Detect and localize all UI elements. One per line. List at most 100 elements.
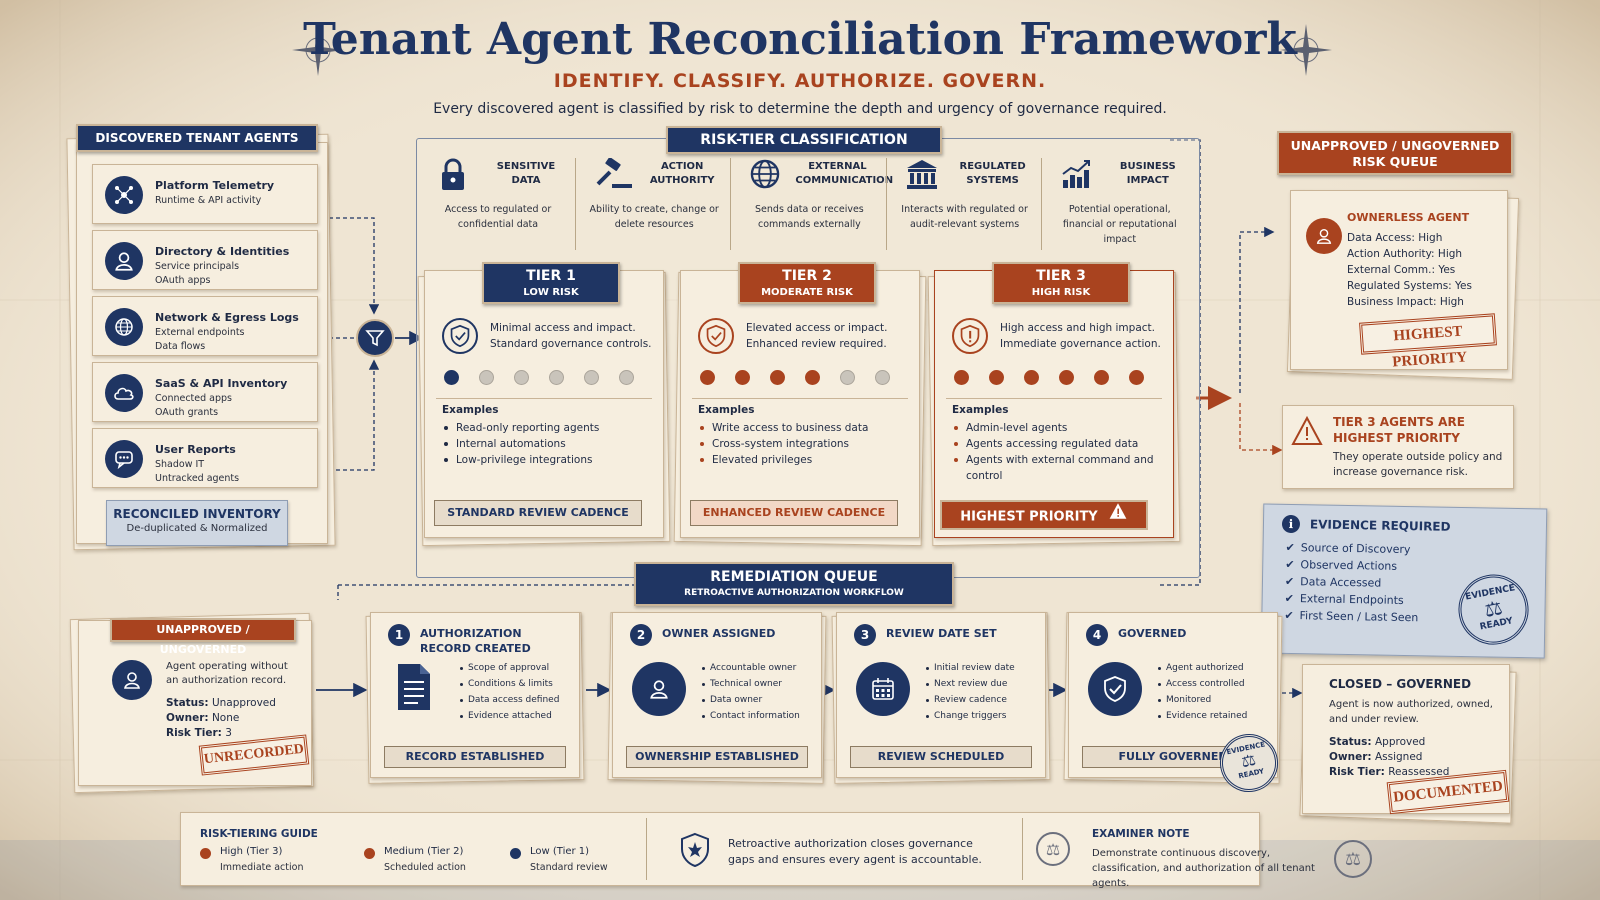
check-icon: ✔ (1285, 557, 1295, 572)
highest-priority-badge: HIGHEST PRIORITY (940, 500, 1148, 530)
source-line: Runtime & API activity (155, 195, 262, 206)
tier-example: Internal automations (442, 436, 652, 452)
warning-text: They operate outside policy and increase… (1333, 451, 1503, 478)
building-icon (905, 158, 939, 194)
page-description: Every discovered agent is classified by … (433, 101, 1167, 117)
shield-check-icon (442, 318, 478, 354)
cadence-label: ENHANCED REVIEW CADENCE (702, 506, 886, 519)
risk-queue-header-text: UNAPPROVED / UNGOVERNED RISK QUEUE (1290, 138, 1500, 169)
source-line: External endpoints (155, 327, 245, 338)
source-line: Service principals (155, 261, 240, 272)
reconciled-inventory-sub: De-duplicated & Normalized (126, 523, 268, 534)
unapproved-header: UNAPPROVED / UNGOVERNED (110, 618, 296, 656)
risk-dot-empty (840, 370, 855, 385)
step-item: Scope of approval (458, 660, 578, 676)
footer-divider (1022, 818, 1023, 880)
person-icon (1306, 218, 1342, 254)
evidence-item-label: External Endpoints (1299, 592, 1404, 607)
review-cadence: STANDARD REVIEW CADENCE (434, 500, 642, 526)
evidence-list: ✔Source of Discovery✔Observed Actions✔Da… (1284, 539, 1419, 626)
page-title: Tenant Agent Reconciliation Framework (303, 14, 1297, 65)
risk-category-desc: Access to regulated or confidential data (444, 204, 552, 230)
footer-bar (180, 812, 1260, 886)
classification-categories: SENSITIVE DATA Access to regulated or con… (420, 157, 1196, 250)
closed-owner: Owner: Assigned (1329, 751, 1423, 763)
info-icon: i (1281, 514, 1301, 534)
risk-dot-empty (584, 370, 599, 385)
legend-dot (364, 848, 375, 859)
risk-category-title: EXTERNAL COMMUNICATION (795, 161, 894, 186)
risk-category-title: SENSITIVE DATA (496, 161, 556, 186)
chat-icon (105, 440, 143, 478)
shield-check-icon (698, 318, 734, 354)
step-item: Change triggers (924, 708, 1044, 724)
tier-desc: Elevated access or impact. Enhanced revi… (746, 322, 888, 350)
chart-icon (1060, 158, 1094, 194)
step-item: Access controlled (1156, 676, 1276, 692)
step-number: 2 (630, 624, 652, 646)
cloud-icon (105, 374, 143, 412)
tier-desc: Minimal access and impact. Standard gove… (490, 322, 652, 350)
risk-dot-empty (619, 370, 634, 385)
risk-category-desc: Ability to create, change or delete reso… (589, 204, 719, 230)
step-item: Initial review date (924, 660, 1044, 676)
shield-leaf-icon (681, 832, 709, 868)
risk-category-title: BUSINESS IMPACT (1119, 161, 1176, 186)
cadence-label: HIGHEST PRIORITY (960, 509, 1098, 525)
step-item: Next review due (924, 676, 1044, 692)
closed-fields: Status: Approved Owner: Assigned Risk Ti… (1329, 735, 1497, 780)
source-title: Platform Telemetry (155, 179, 275, 192)
tier-risk-dots (444, 370, 654, 389)
person-icon (112, 660, 152, 700)
risk-dot-empty (479, 370, 494, 385)
unapproved-card (78, 620, 312, 786)
unapproved-fields: Status: Unapproved Owner: None Risk Tier… (166, 696, 276, 741)
risk-category: SENSITIVE DATA Access to regulated or con… (420, 158, 575, 250)
step-number: 1 (388, 624, 410, 646)
step-title: GOVERNED (1118, 627, 1187, 640)
globe-icon (105, 308, 143, 346)
step-item: Contact information (700, 708, 820, 724)
risk-queue-header: UNAPPROVED / UNGOVERNED RISK QUEUE (1277, 131, 1513, 175)
shield-alert-icon (952, 318, 988, 354)
footer-middle-text: Retroactive authorization closes governa… (728, 837, 982, 866)
network-nodes-icon (105, 176, 143, 214)
review-cadence: ENHANCED REVIEW CADENCE (690, 500, 898, 526)
step-item: Technical owner (700, 676, 820, 692)
source-line: Data flows (155, 341, 206, 352)
risk-category-desc: Interacts with regulated or audit-releva… (901, 204, 1028, 230)
source-line: OAuth apps (155, 275, 211, 286)
source-line: Untracked agents (155, 473, 240, 484)
tier-examples-label: Examples (442, 404, 499, 416)
unapproved-tier: Risk Tier: 3 (166, 727, 232, 739)
legend-dot (510, 848, 521, 859)
legend-sub: Immediate action (220, 862, 304, 873)
unapproved-status: Status: Unapproved (166, 697, 276, 709)
source-title: Network & Egress Logs (155, 311, 299, 324)
person-icon (632, 662, 686, 716)
tier-examples-label: Examples (952, 404, 1009, 416)
risk-dot-filled (1059, 370, 1074, 385)
step-footer: REVIEW SCHEDULED (850, 746, 1032, 768)
guide-title: RISK-TIERING GUIDE (200, 828, 318, 840)
closed-tier: Risk Tier: Reassessed (1329, 766, 1450, 778)
remediation-header: REMEDIATION QUEUE RETROACTIVE AUTHORIZAT… (634, 562, 954, 606)
step-item: Agent authorized (1156, 660, 1276, 676)
globe-icon (749, 158, 781, 194)
tier-card (934, 270, 1174, 538)
tier-risk-dots (700, 370, 910, 389)
ownerless-agent-title: OWNERLESS AGENT (1347, 211, 1470, 224)
risk-dot-filled (735, 370, 750, 385)
risk-category-title: REGULATED SYSTEMS (959, 161, 1026, 186)
evidence-item-label: Observed Actions (1300, 558, 1398, 573)
warning-triangle-icon (1291, 416, 1323, 445)
tier-example: Agents accessing regulated data (952, 436, 1162, 452)
source-title: SaaS & API Inventory (155, 377, 288, 390)
